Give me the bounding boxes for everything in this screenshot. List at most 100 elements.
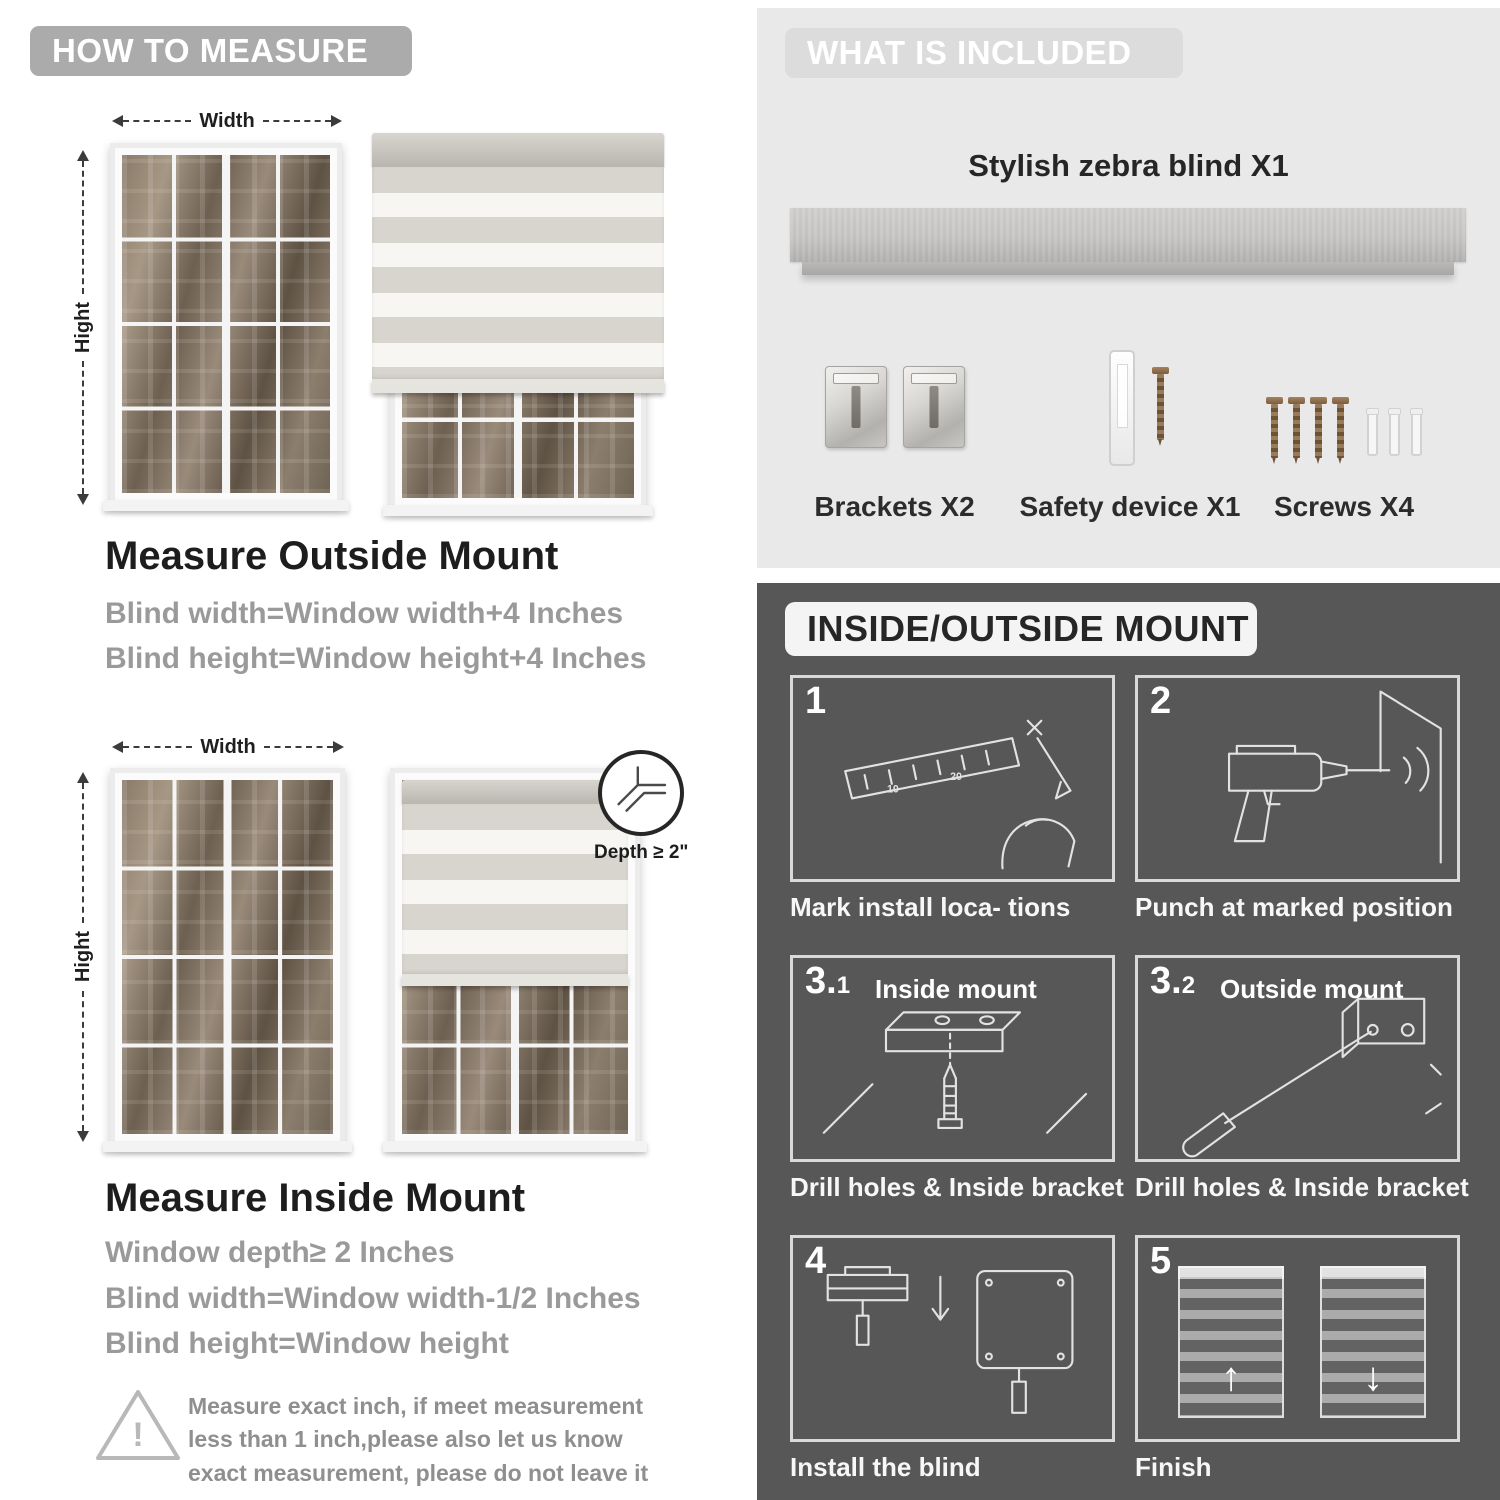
wall-anchor-icon xyxy=(1388,408,1401,456)
step-number: 4 xyxy=(805,1240,827,1282)
step-caption-5: Finish xyxy=(1135,1452,1212,1482)
arrow-line xyxy=(82,161,84,294)
mount-section-header: INSIDE/OUTSIDE MOUNT xyxy=(785,602,1257,656)
arrow-line xyxy=(82,783,84,924)
arrowhead xyxy=(333,741,345,753)
blind-fabric xyxy=(372,167,664,379)
arrow-line xyxy=(82,361,84,494)
wall-anchor-icon xyxy=(1366,408,1379,456)
depth-label: Depth ≥ 2" xyxy=(594,842,689,863)
screw-icon xyxy=(1332,397,1349,464)
screw-icon xyxy=(1152,367,1169,446)
how-to-measure-header: HOW TO MEASURE xyxy=(30,26,412,76)
step-caption-3-1: Drill holes & Inside bracket xyxy=(790,1172,1124,1202)
arrowhead xyxy=(77,772,89,783)
window-panes xyxy=(122,155,330,493)
blind-bottom-rail xyxy=(402,974,628,986)
svg-text:10: 10 xyxy=(887,784,899,796)
what-is-included-section: WHAT IS INCLUDED Stylish zebra blind X1 … xyxy=(757,8,1500,568)
blind-cassette xyxy=(372,133,664,167)
outside-mount-line-2: Blind height=Window height+4 Inches xyxy=(105,642,647,675)
safety-device-icon xyxy=(1109,350,1135,466)
brackets-label: Brackets X2 xyxy=(814,491,975,522)
bracket-icon xyxy=(903,366,965,448)
warning-exclamation: ! xyxy=(132,1416,143,1454)
warning-triangle-icon: ! xyxy=(96,1390,180,1460)
mark-locations-illustration: 10 20 xyxy=(844,719,1076,870)
arrowhead xyxy=(331,115,343,127)
height-arrow-inside: Hight xyxy=(72,772,94,1142)
arrowhead xyxy=(112,115,123,127)
zebra-blind-illustration xyxy=(372,133,664,393)
bracket-icon xyxy=(825,366,887,448)
svg-text:20: 20 xyxy=(950,771,962,783)
screws-label: Screws X4 xyxy=(1273,491,1415,522)
inside-mount-title: Measure Inside Mount xyxy=(105,1176,526,1220)
step-panel-3-1: 3.1 Inside mount xyxy=(790,955,1115,1162)
width-label: Width xyxy=(199,109,255,132)
blind-fabric xyxy=(402,804,628,974)
window-illustration xyxy=(103,143,349,511)
window-panes xyxy=(122,780,333,1134)
arrowhead xyxy=(77,150,89,161)
window-illustration xyxy=(103,768,352,1152)
safety-device-label: Safety device X1 xyxy=(1019,491,1241,522)
height-arrow-outside: Hight xyxy=(72,150,94,505)
step-caption-4: Install the blind xyxy=(790,1452,981,1482)
outside-bracket-illustration xyxy=(1182,997,1442,1158)
step-number: 3.1 xyxy=(805,960,851,1002)
width-arrow-outside: Width xyxy=(112,109,343,132)
step-number: 1 xyxy=(805,680,827,722)
depth-detail-circle xyxy=(598,750,684,836)
step-sublabel: Inside mount xyxy=(875,974,1037,1004)
height-label: Hight xyxy=(71,931,94,983)
screw-icon xyxy=(1310,397,1327,464)
finished-blind-up-icon: ↑ xyxy=(1178,1266,1284,1418)
outside-mount-line-1: Blind width=Window width+4 Inches xyxy=(105,597,624,630)
step-caption-1: Mark install loca- tions xyxy=(790,892,1071,922)
step-panel-1: 1 10 20 xyxy=(790,675,1115,882)
zebra-blind-headrail-image xyxy=(790,208,1466,275)
step-number: 3.2 xyxy=(1150,960,1196,1002)
warning-text: Measure exact inch, if meet measurement … xyxy=(188,1393,649,1486)
height-label: Hight xyxy=(71,301,94,354)
arrowhead xyxy=(77,494,89,505)
arrow-line xyxy=(123,120,192,122)
blind-bottom-rail xyxy=(372,379,664,393)
arrow-line xyxy=(123,746,193,748)
inside-mount-line-3: Blind height=Window height xyxy=(105,1327,509,1360)
inside-mount-line-2: Blind width=Window width-1/2 Inches xyxy=(105,1282,641,1315)
width-arrow-inside: Width xyxy=(112,735,345,758)
step-number: 2 xyxy=(1150,680,1172,722)
step-caption-2: Punch at marked position xyxy=(1135,892,1453,922)
mount-instructions-section: INSIDE/OUTSIDE MOUNT 1 10 20 Mark instal… xyxy=(757,583,1500,1500)
drill-illustration xyxy=(1227,690,1442,864)
arrow-down-icon: ↓ xyxy=(1363,1355,1383,1399)
zebra-blind-illustration xyxy=(402,780,628,986)
window-corner-icon xyxy=(617,766,667,812)
width-label: Width xyxy=(200,735,256,758)
what-is-included-header: WHAT IS INCLUDED xyxy=(785,28,1183,78)
inside-mount-line-1: Window depth≥ 2 Inches xyxy=(105,1236,455,1269)
blind-product-label: Stylish zebra blind X1 xyxy=(968,148,1289,183)
screw-icon xyxy=(1266,397,1283,464)
arrow-line xyxy=(82,990,84,1131)
arrow-up-icon: ↑ xyxy=(1221,1355,1241,1399)
step-panel-3-2: 3.2 Outside mount xyxy=(1135,955,1460,1162)
outside-mount-blind-illustration xyxy=(372,133,664,516)
step-sublabel: Outside mount xyxy=(1220,974,1404,1004)
arrow-line xyxy=(262,120,332,122)
step-number: 5 xyxy=(1150,1240,1172,1282)
outside-mount-title: Measure Outside Mount xyxy=(105,534,559,578)
arrow-line xyxy=(263,746,334,748)
blind-cassette xyxy=(402,780,628,804)
inside-mount-blind-illustration xyxy=(383,768,647,1152)
screw-icon xyxy=(1288,397,1305,464)
wall-anchor-icon xyxy=(1410,408,1423,456)
inside-bracket-illustration xyxy=(822,1011,1088,1134)
arrowhead xyxy=(112,741,123,753)
step-caption-3-2: Drill holes & Inside bracket xyxy=(1135,1172,1469,1202)
install-blind-illustration xyxy=(826,1266,1074,1414)
step-panel-4: 4 xyxy=(790,1235,1115,1442)
